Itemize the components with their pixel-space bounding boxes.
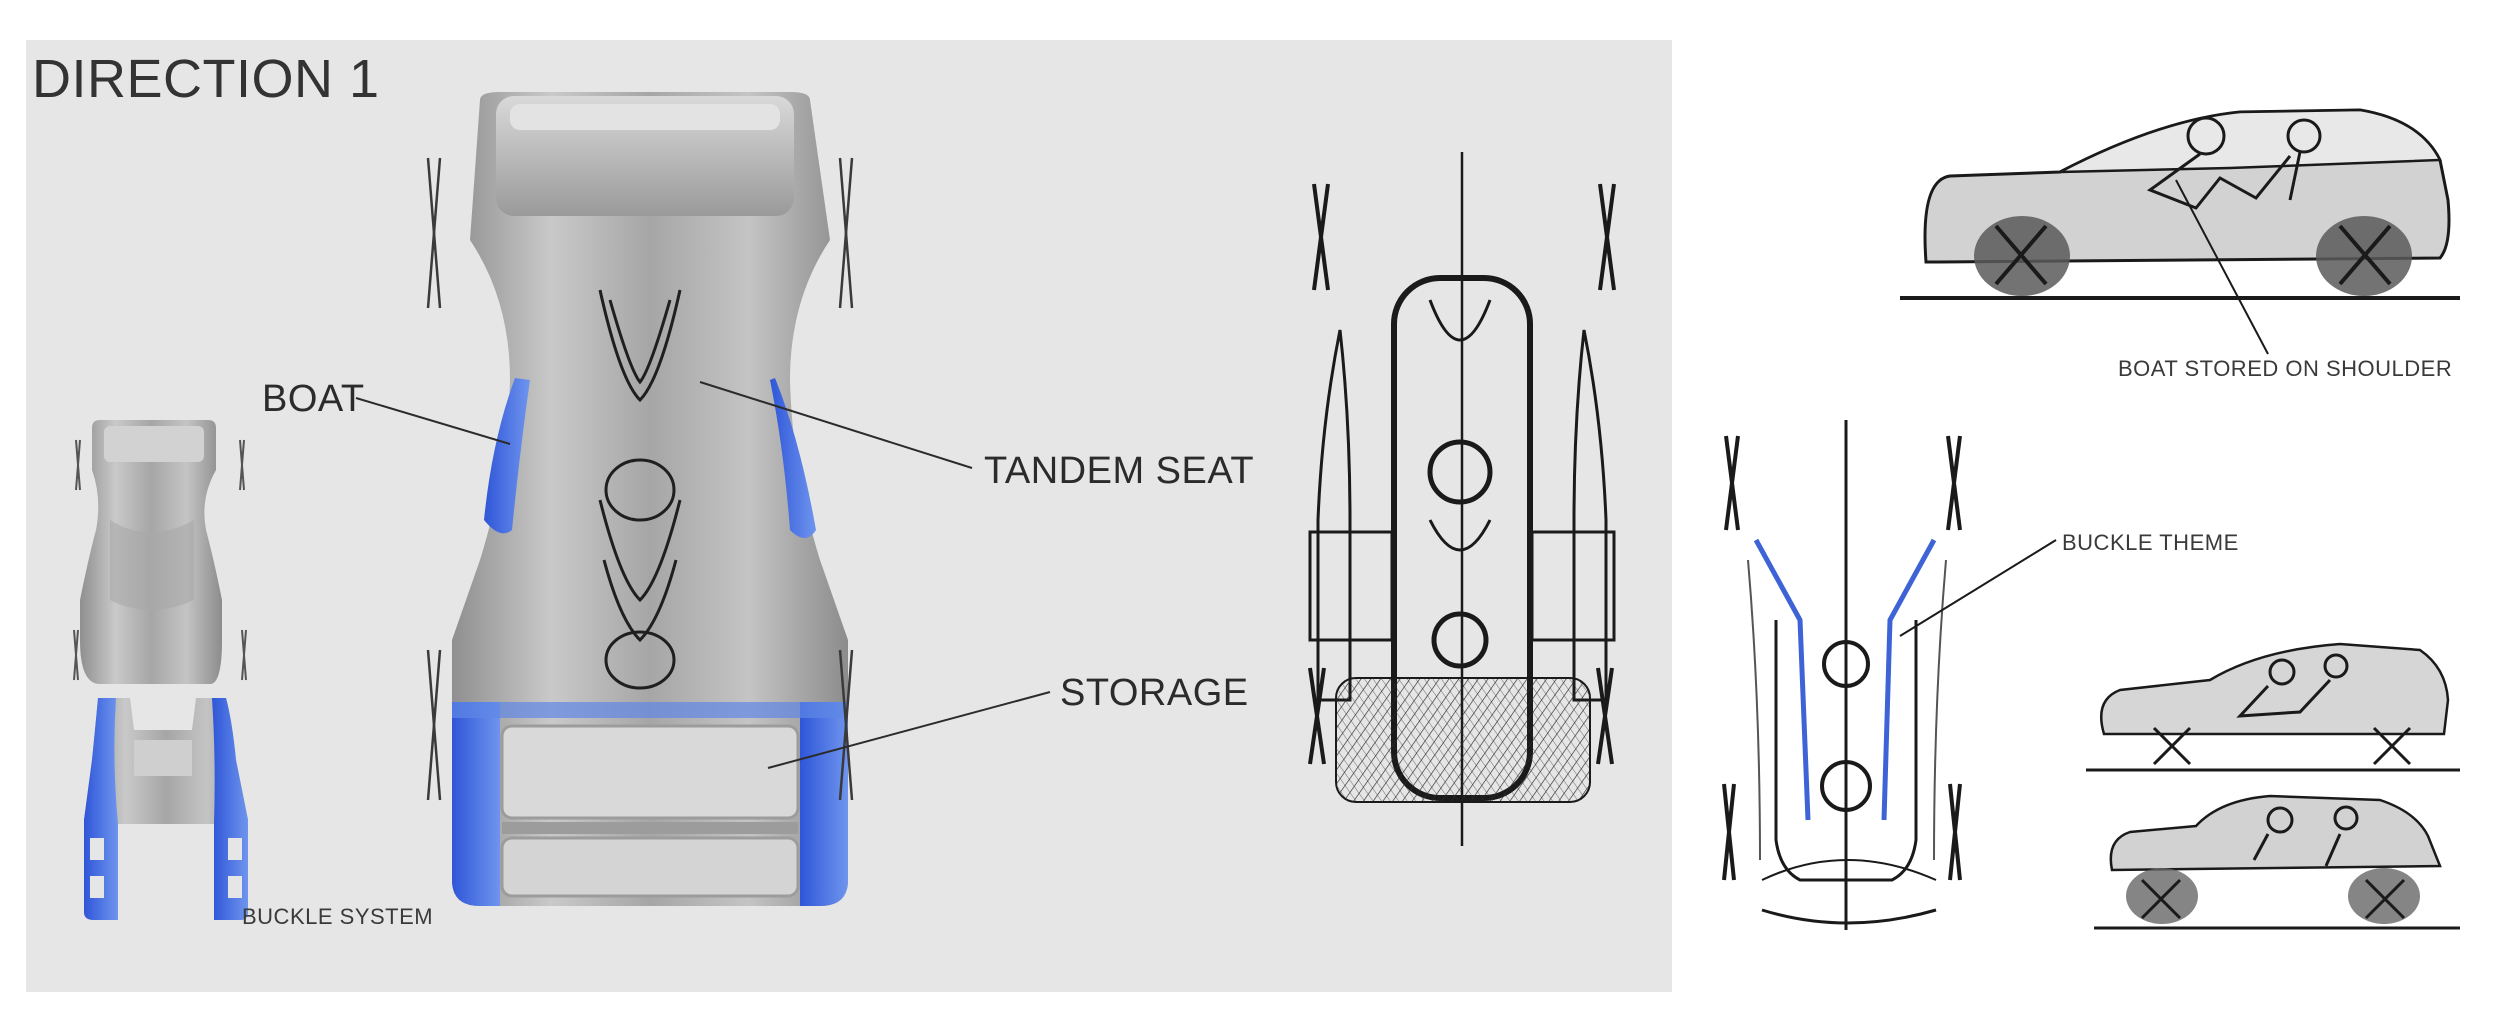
vehicle-side-sketch (1900, 110, 2460, 354)
storage-label: STORAGE (1060, 674, 1249, 712)
vehicle-front-sketch (1724, 420, 2056, 930)
buckle-render (428, 92, 852, 906)
tandem-seat-label: TANDEM SEAT (984, 452, 1254, 490)
page-title: DIRECTION 1 (32, 52, 380, 106)
vehicle-side-sketch-small (2094, 796, 2460, 928)
buckle-theme-label: BUCKLE THEME (2062, 532, 2239, 554)
boat-label: BOAT (262, 380, 365, 418)
vehicle-side-sketch-small (2086, 644, 2460, 770)
buckle-system-label: BUCKLE SYSTEM (242, 906, 433, 928)
boat-stored-label: BOAT STORED ON SHOULDER (2118, 358, 2452, 380)
